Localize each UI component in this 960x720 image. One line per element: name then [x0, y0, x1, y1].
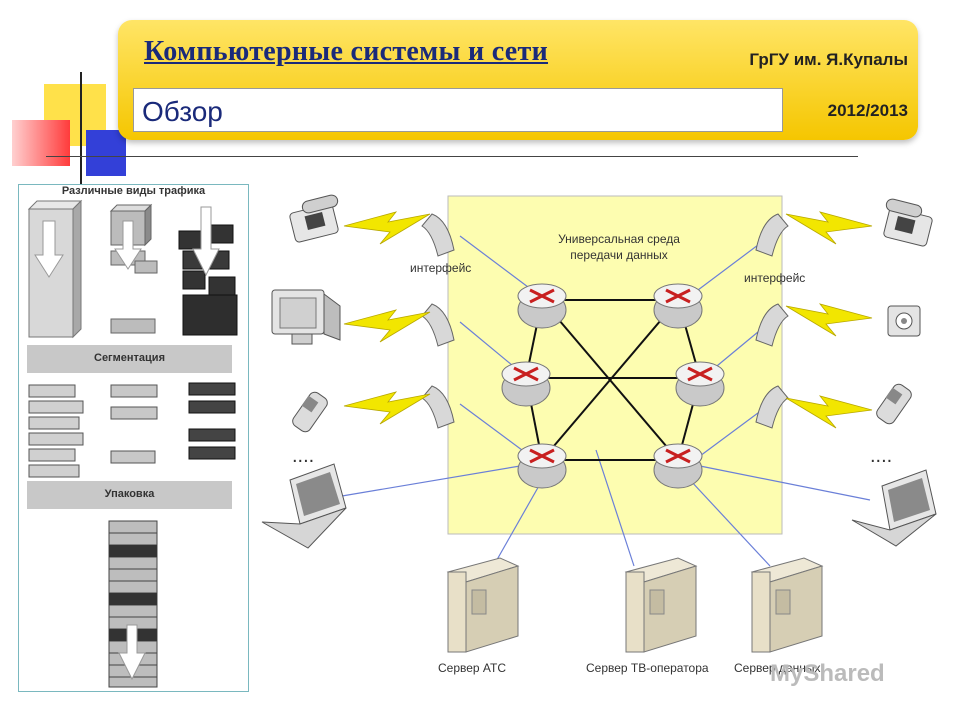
university-label: ГрГУ им. Я.Купалы [749, 50, 908, 69]
packaging-label: Упаковка [104, 488, 155, 500]
server-label-tv: Сервер ТВ-оператора [586, 661, 709, 675]
segmentation-bar [27, 345, 232, 373]
mobile-phone-icon [876, 383, 912, 425]
router-icon [501, 361, 551, 407]
segment-stack-right [188, 382, 236, 460]
server-icon [446, 557, 520, 653]
deco-horizontal-line [46, 156, 858, 157]
interface-label-left: интерфейс [410, 261, 471, 275]
router-icon [675, 361, 725, 407]
continuous-traffic-block [27, 199, 83, 339]
server-icon [750, 557, 824, 653]
universal-medium-area [447, 195, 783, 535]
segment-stack-left [28, 384, 84, 478]
blue-links [341, 235, 871, 573]
traffic-label: Различные виды трафика [61, 185, 206, 197]
slide-subtitle: Обзор [142, 96, 223, 127]
interface-icon-left [421, 213, 455, 429]
router-icon [517, 443, 567, 489]
laptop-icon [851, 469, 937, 547]
laptop-icon [261, 463, 347, 549]
packaging-bar [27, 481, 232, 509]
segment-stack-middle [110, 384, 158, 464]
watermark-logo: MyShared [770, 660, 885, 687]
segmented-traffic-block [109, 203, 158, 334]
monitor-icon [271, 289, 341, 345]
router-icon [653, 443, 703, 489]
subtitle-box [133, 88, 783, 132]
deco-red-square [12, 120, 70, 166]
router-icon [653, 283, 703, 329]
telephone-icon [289, 194, 339, 243]
interface-label-right: интерфейс [744, 271, 805, 285]
server-icon [624, 557, 698, 653]
packaged-traffic-tower [108, 520, 158, 688]
year-label: 2012/2013 [827, 101, 908, 120]
core-links [525, 299, 701, 461]
mixed-traffic-block [178, 206, 238, 336]
telephone-icon [883, 198, 933, 247]
router-icon [517, 283, 567, 329]
core-label-line2: передачи данных [570, 248, 668, 262]
deco-vertical-line [80, 72, 82, 190]
core-label-line1: Универсальная среда [558, 232, 680, 246]
traffic-panel: Различные виды трафика Сегментация Упако… [18, 184, 249, 692]
ellipsis-left: .... [292, 445, 314, 467]
interface-icon-right [755, 213, 789, 429]
slide-title: Компьютерные системы и сети [144, 36, 549, 67]
lightning-icon [343, 211, 873, 429]
traffic-illustration [27, 199, 238, 688]
server-label-pbx: Сервер АТС [438, 661, 506, 675]
mobile-phone-icon [292, 391, 328, 433]
segmentation-label: Сегментация [94, 352, 165, 364]
deco-blue-square [86, 130, 126, 176]
camera-icon [887, 305, 921, 337]
ellipsis-right: .... [870, 445, 892, 467]
